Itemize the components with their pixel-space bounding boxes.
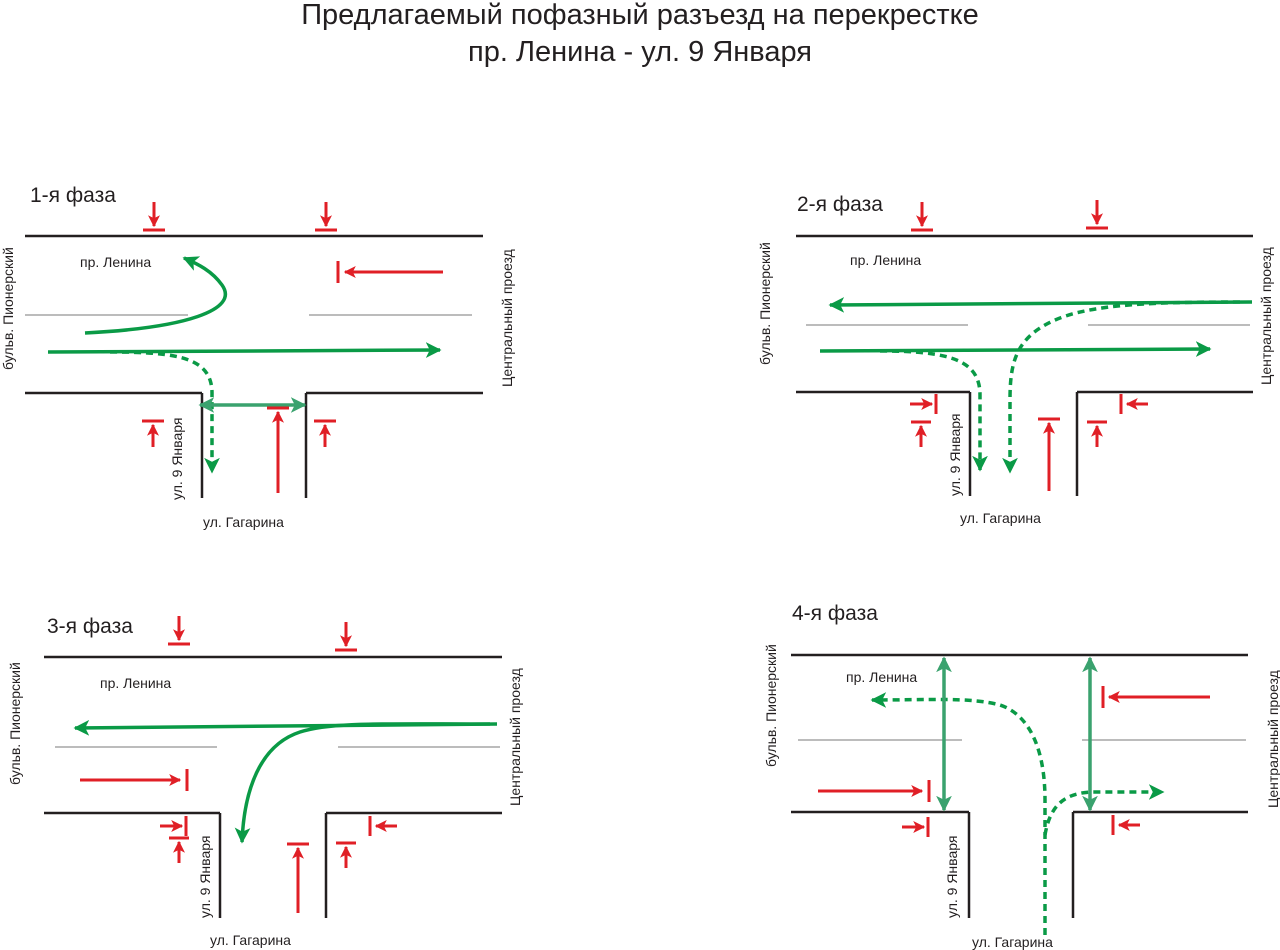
phase-2-westbound-through-arrow [828, 297, 1253, 313]
phase-1-east-label: Центральный проезд [499, 249, 515, 387]
phase-4-red-stops [818, 686, 1210, 837]
phase-1-uturn-arrow [84, 256, 228, 335]
phase-1-title: 1-я фаза [30, 184, 116, 207]
phase-3-left-turn-arrow [234, 722, 491, 844]
phase-2-south-label: ул. Гагарина [960, 510, 1041, 526]
phase-3-west-label: бульв. Пионерский [7, 662, 23, 785]
phase-4-main-street-label: пр. Ленина [846, 669, 917, 685]
phase-4-panel: 4-я фаза пр. Ленина бульв. Пионерский Це… [763, 602, 1280, 950]
phase-1-west-label: бульв. Пионерский [0, 247, 16, 370]
phase-1-red-stops [142, 202, 443, 493]
phase-1-main-street-label: пр. Ленина [80, 254, 151, 270]
phase-3-red-stops [80, 616, 397, 913]
phase-3-side-street-label: ул. 9 Января [197, 836, 213, 918]
phase-3-title: 3-я фаза [47, 615, 133, 638]
phase-3-panel: 3-я фаза пр. Ленина бульв. Пионерский Це… [7, 615, 523, 948]
phase-2-panel: 2-я фаза пр. Ленина бульв. Пионерский Це… [757, 193, 1274, 526]
phase-4-east-label: Центральный проезд [1265, 670, 1280, 808]
phase-1-panel: 1-я фаза пр. Ленина бульв. Пионерский Це… [0, 184, 515, 530]
phase-1-right-turn-dashed-arrow [109, 350, 220, 474]
phase-2-side-street-label: ул. 9 Января [947, 414, 963, 496]
phase-4-side-street-label: ул. 9 Января [944, 836, 960, 918]
phase-4-right-turn-dashed-arrow [1043, 784, 1165, 836]
phase-4-south-label: ул. Гагарина [972, 934, 1053, 950]
phase-2-main-street-label: пр. Ленина [850, 252, 921, 268]
page-title-line-1: Предлагаемый пофазный разъезд на перекре… [301, 0, 979, 31]
phase-2-roads [796, 234, 1253, 496]
phase-4-green-movements [870, 656, 1165, 935]
phase-1-green-movements [47, 256, 442, 474]
phase-3-south-label: ул. Гагарина [210, 932, 291, 948]
phase-3-roads [44, 655, 502, 918]
phase-1-side-street-label: ул. 9 Января [169, 418, 185, 500]
phase-2-left-turn-dashed-arrow [1002, 300, 1241, 474]
phase-2-right-turn-dashed-arrow [879, 349, 988, 472]
page-title-line-2: пр. Ленина - ул. 9 Января [468, 36, 812, 68]
phase-2-eastbound-through-arrow [819, 341, 1212, 357]
phase-1-south-label: ул. Гагарина [203, 514, 284, 530]
phase-4-left-turn-dashed-arrow [870, 692, 1047, 935]
phase-3-main-street-label: пр. Ленина [100, 675, 171, 691]
phase-2-green-movements [819, 297, 1253, 474]
phase-2-east-label: Центральный проезд [1258, 247, 1274, 385]
phase-3-green-movements [73, 719, 498, 844]
phase-4-roads [791, 653, 1248, 918]
phase-2-red-stops [910, 200, 1148, 491]
phase-1-roads [25, 234, 483, 498]
phase-2-title: 2-я фаза [797, 193, 883, 216]
phase-3-east-label: Центральный проезд [507, 668, 523, 806]
phase-2-west-label: бульв. Пионерский [757, 242, 773, 365]
phase-1-through-arrow [47, 342, 442, 358]
phase-4-title: 4-я фаза [792, 602, 878, 625]
phase-4-west-label: бульв. Пионерский [763, 644, 779, 767]
